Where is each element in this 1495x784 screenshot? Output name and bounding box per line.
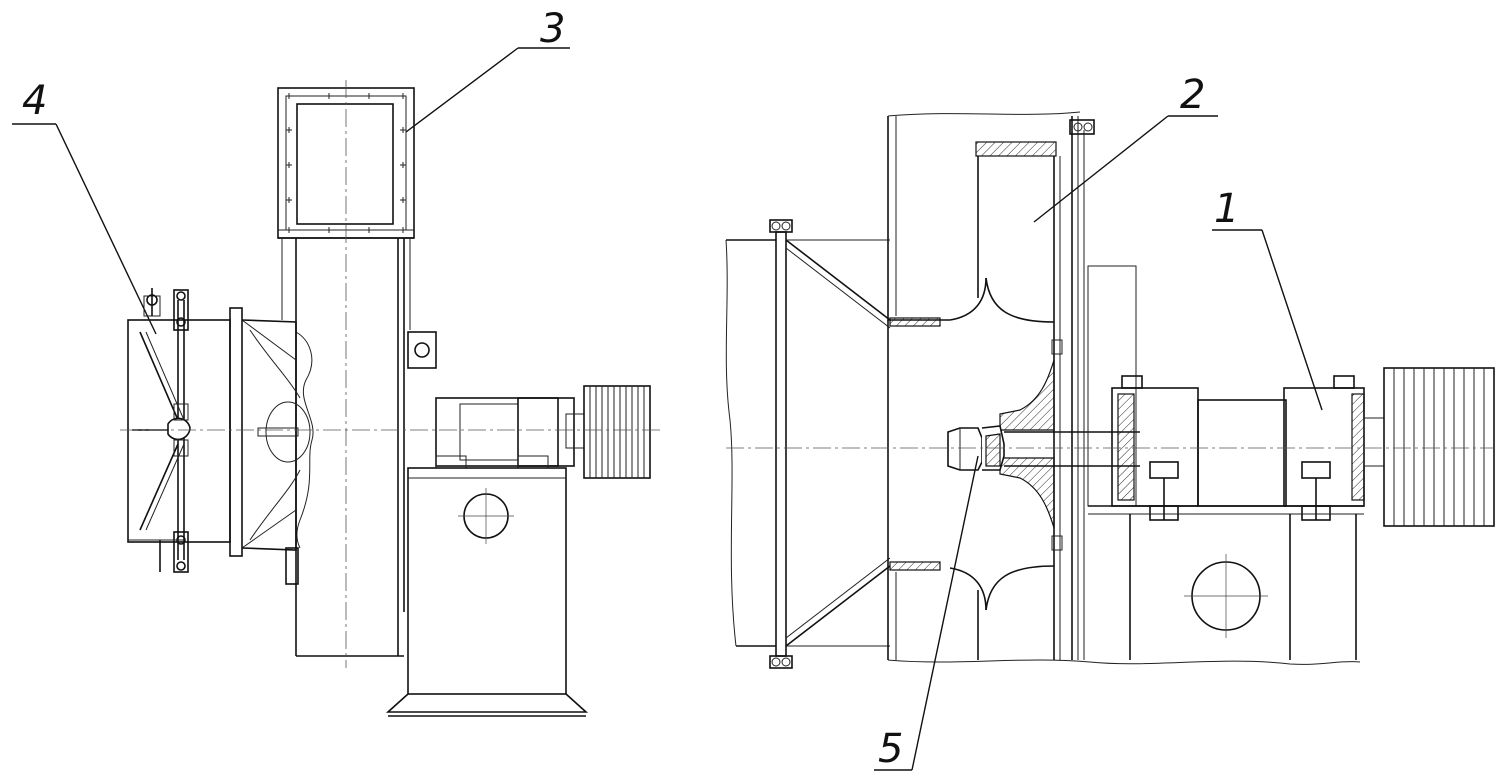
shaft xyxy=(1004,431,1140,467)
callout-5: 5 xyxy=(874,455,979,772)
callout-5-label: 5 xyxy=(878,726,903,772)
callout-1-label: 1 xyxy=(1214,186,1239,232)
inlet-damper xyxy=(127,288,231,573)
support-frame-section xyxy=(1088,505,1364,665)
housing-section xyxy=(887,111,1095,663)
right-view xyxy=(725,111,1495,669)
support-frame xyxy=(385,467,589,717)
callout-1: 1 xyxy=(1212,186,1323,411)
left-view xyxy=(120,80,664,717)
bearing-unit xyxy=(407,331,651,479)
callout-2: 2 xyxy=(1033,72,1218,223)
callout-3-label: 3 xyxy=(540,6,565,52)
hub-nut xyxy=(947,425,1005,471)
callout-4: 4 xyxy=(12,78,157,335)
inlet-duct-section xyxy=(725,219,891,669)
callout-4-label: 4 xyxy=(22,78,47,124)
bearing-unit-section xyxy=(1087,265,1495,527)
callout-2-label: 2 xyxy=(1180,72,1205,118)
callout-3: 3 xyxy=(405,6,570,133)
impeller-section xyxy=(949,141,1063,660)
